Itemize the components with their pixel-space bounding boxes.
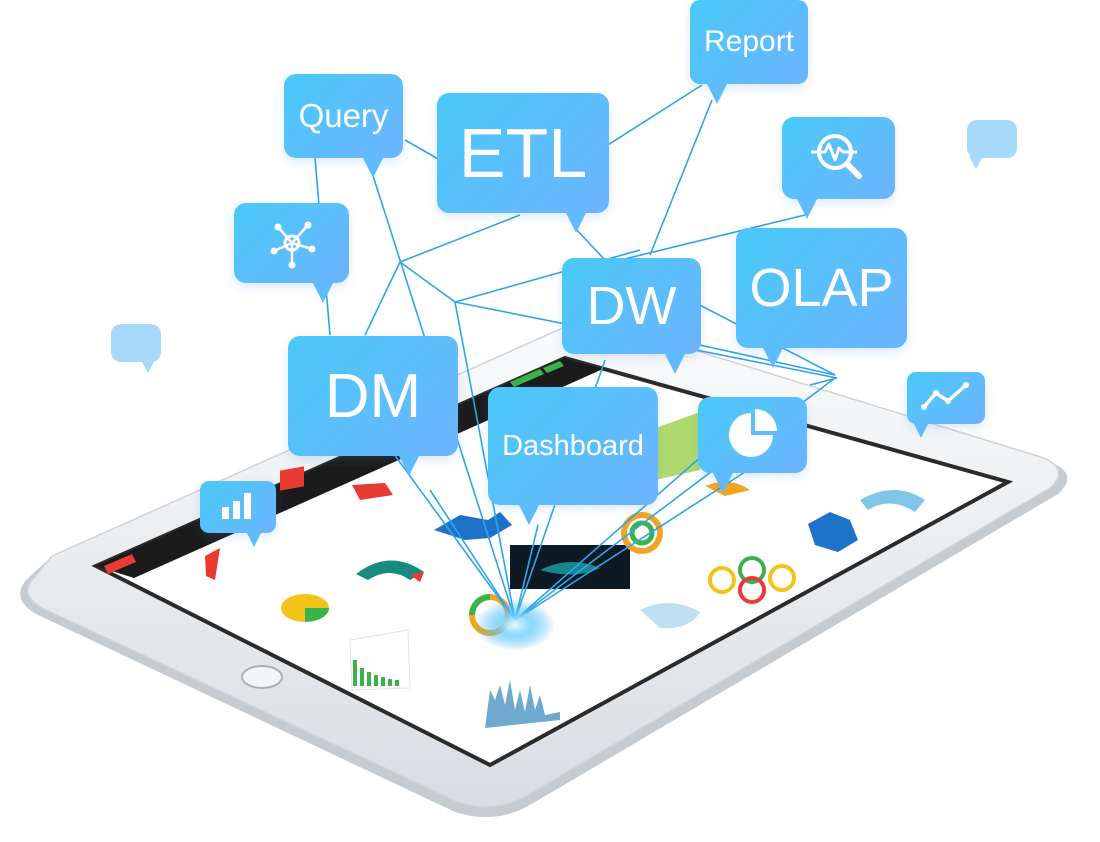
query-label: Query — [298, 97, 389, 134]
dm-label: DM — [324, 361, 422, 431]
etl-label: ETL — [458, 114, 588, 192]
bars-bubble[interactable] — [200, 481, 276, 547]
decorative-bubble — [967, 120, 1017, 169]
analysis-bubble[interactable] — [782, 117, 895, 219]
bar-chart-icon — [218, 489, 258, 526]
etl-bubble[interactable]: ETL — [437, 93, 609, 233]
dashboard-thumbnails — [205, 412, 925, 728]
pie-bubble[interactable] — [698, 397, 807, 493]
trend-bubble[interactable] — [907, 372, 985, 438]
decorative-bubble — [111, 324, 161, 373]
dw-bubble[interactable]: DW — [562, 258, 701, 374]
dashboard-bubble[interactable]: Dashboard — [488, 387, 658, 525]
focal-glow — [475, 599, 555, 651]
olap-label: OLAP — [749, 258, 894, 318]
dashboard-label: Dashboard — [502, 429, 644, 462]
brand-logo — [104, 554, 136, 574]
home-button[interactable] — [241, 665, 283, 689]
query-bubble[interactable]: Query — [284, 74, 403, 178]
olap-bubble[interactable]: OLAP — [736, 228, 907, 368]
magnifier-pulse-icon — [807, 128, 871, 189]
report-label: Report — [703, 25, 795, 58]
line-trend-icon — [920, 379, 972, 418]
network-nodes-icon — [262, 211, 322, 276]
network-bubble[interactable] — [234, 203, 349, 303]
report-bubble[interactable]: Report — [690, 0, 808, 104]
dm-bubble[interactable]: DM — [288, 336, 458, 476]
pie-chart-icon — [725, 405, 781, 466]
dw-label: DW — [586, 276, 677, 336]
